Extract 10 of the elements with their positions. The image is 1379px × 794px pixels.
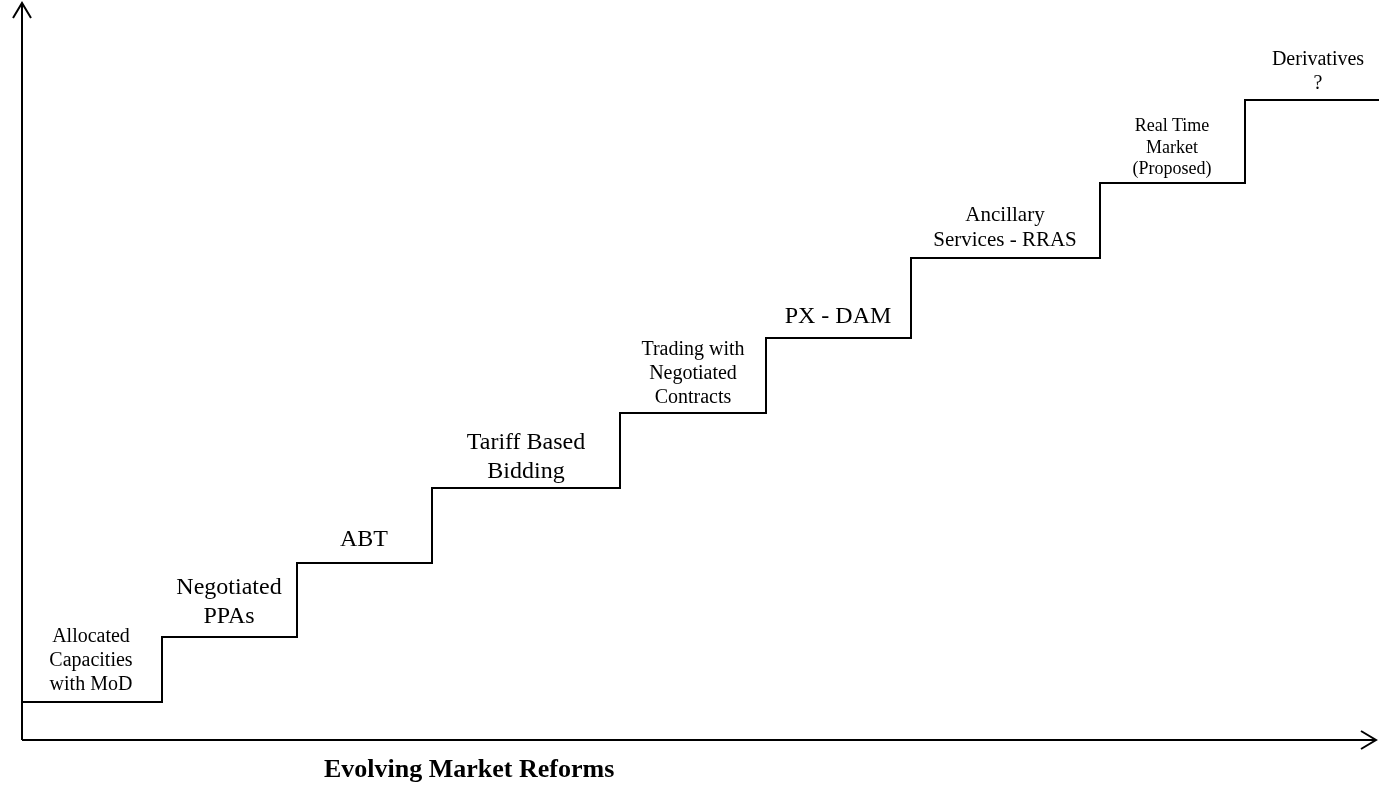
step-label: Trading with Negotiated Contracts bbox=[640, 336, 746, 408]
step-label: Derivatives ? bbox=[1270, 46, 1366, 94]
step-label: ABT bbox=[339, 524, 389, 553]
step-label: PX - DAM bbox=[783, 301, 893, 330]
step-label: Real Time Market (Proposed) bbox=[1131, 115, 1213, 180]
step-label: Ancillary Services - RRAS bbox=[932, 201, 1078, 252]
step-label: Allocated Capacities with MoD bbox=[48, 623, 134, 695]
axis-title: Evolving Market Reforms bbox=[324, 754, 615, 784]
step-label: Tariff Based Bidding bbox=[465, 427, 587, 485]
step-label: Negotiated PPAs bbox=[175, 572, 283, 630]
